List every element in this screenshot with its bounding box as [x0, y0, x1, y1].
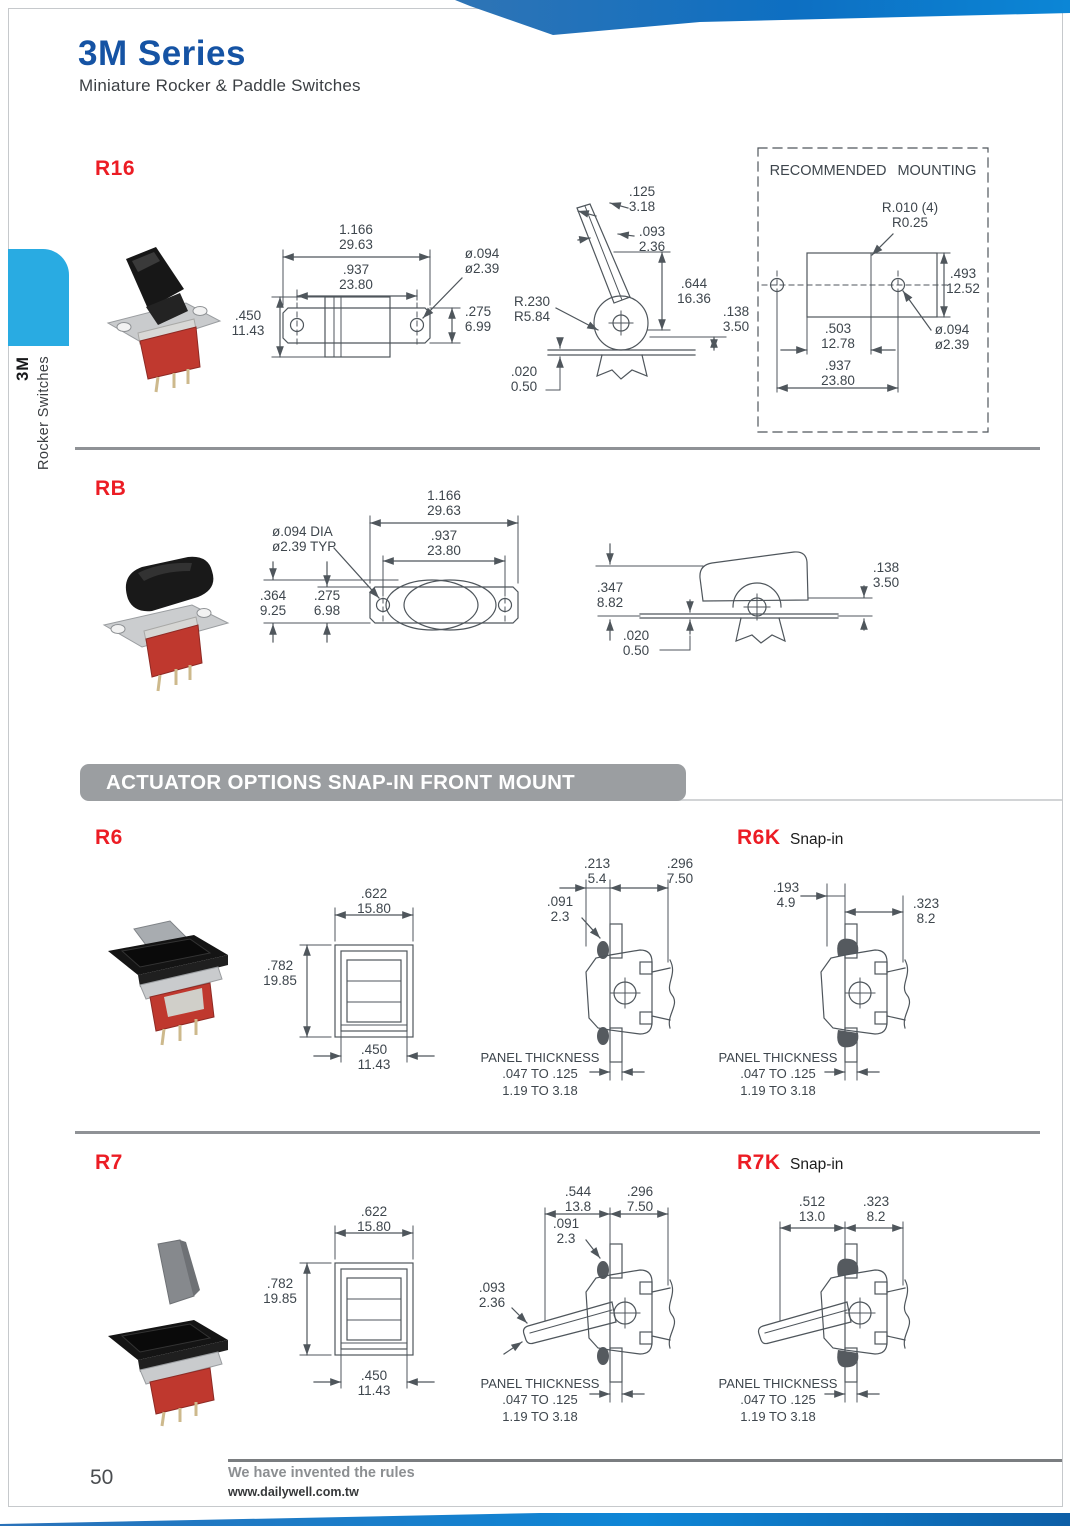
- r7-cross-section: [503, 1207, 676, 1403]
- rb-side-view: [595, 543, 873, 651]
- footer-rule: [228, 1459, 1062, 1462]
- page-title: 3M Series: [78, 34, 246, 73]
- r7-photo: [108, 1239, 228, 1427]
- section-divider-2: [75, 1131, 1040, 1134]
- sidebar-series-label: 3M: [14, 356, 32, 381]
- r7k-cross-section: [757, 1221, 911, 1403]
- section-divider-1: [75, 447, 1040, 450]
- page-number: 50: [90, 1466, 114, 1489]
- section-label-r7: R7: [95, 1151, 123, 1174]
- sidebar-series-tab: [8, 249, 69, 346]
- r6-photo: [108, 920, 228, 1046]
- r7-front-view: [299, 1225, 435, 1389]
- section-label-r6: R6: [95, 826, 123, 849]
- rb-top-view: [263, 515, 519, 643]
- sidebar-category-label: Rocker Switches: [36, 356, 52, 470]
- header-swoosh: [455, 0, 1070, 35]
- section-label-rb: RB: [95, 477, 127, 500]
- footer-website: www.dailywell.com.tw: [228, 1485, 359, 1499]
- section-label-r6k: R6K: [737, 826, 781, 849]
- rb-photo: [102, 556, 230, 692]
- r6k-cross-section: [800, 883, 911, 1081]
- section-label-r16: R16: [95, 157, 136, 180]
- mounting-title: RECOMMENDED MOUNTING: [769, 163, 977, 179]
- r16-top-view: [271, 249, 463, 358]
- section-label-r7k: R7K: [737, 1151, 781, 1174]
- section-sublabel-r7k: Snap-in: [790, 1156, 844, 1173]
- section-sublabel-r6k: Snap-in: [790, 831, 844, 848]
- r16-mounting-drawing: [757, 147, 989, 433]
- r6-cross-section: [559, 879, 676, 1081]
- dim-mount-corner-radius: R.010 (4)R0.25: [881, 200, 939, 231]
- banner-text: ACTUATOR OPTIONS SNAP-IN FRONT MOUNT: [106, 771, 575, 794]
- page-subtitle: Miniature Rocker & Paddle Switches: [79, 76, 361, 95]
- banner-shadow-line: [400, 799, 1062, 801]
- r6-front-view: [299, 907, 435, 1063]
- r16-side-view: [545, 202, 727, 391]
- r16-photo: [106, 247, 222, 393]
- actuator-options-banner: ACTUATOR OPTIONS SNAP-IN FRONT MOUNT: [80, 764, 686, 801]
- footer-tagline: We have invented the rules: [228, 1465, 415, 1481]
- footer-band-wedge: [0, 1513, 540, 1524]
